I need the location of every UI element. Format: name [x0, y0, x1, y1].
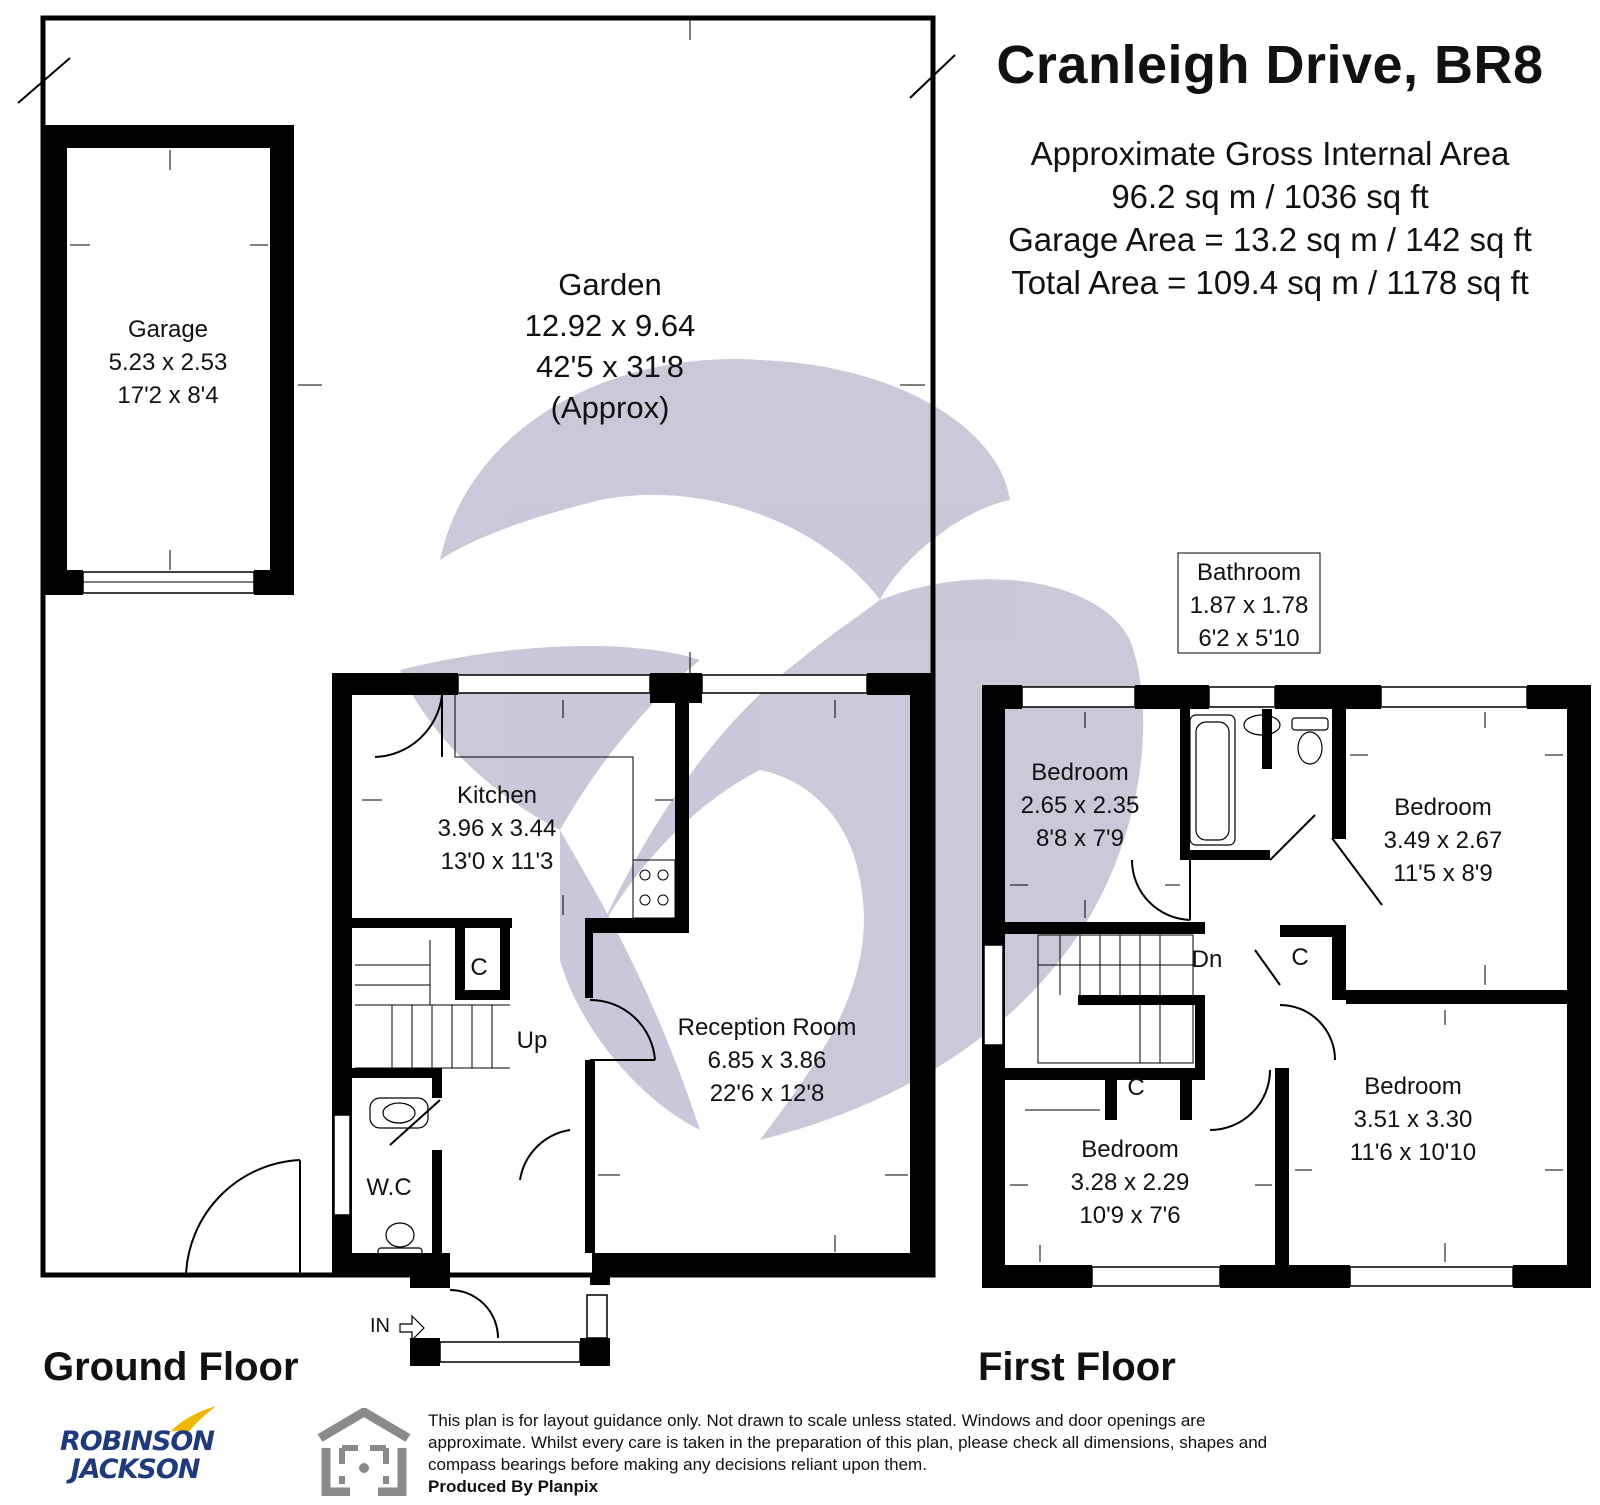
kitchen-fittings [454, 695, 676, 919]
wc-label: W.C [366, 1174, 411, 1201]
first-cupboard-2-label: C [1127, 1074, 1144, 1101]
first-floor-stairs [1025, 934, 1194, 1111]
ground-floor-stairs [355, 940, 510, 1069]
bedroom-a-name: Bedroom [1031, 759, 1128, 786]
area-line-total: Total Area = 109.4 sq m / 1178 sq ft [1011, 264, 1529, 301]
first-floor-walls [982, 685, 1591, 1288]
brand-line-1: ROBINSON [60, 1426, 215, 1457]
kitchen-name: Kitchen [457, 782, 537, 809]
garden-boundary [17, 15, 956, 1278]
garden-name: Garden [558, 267, 661, 302]
ground-floor-doors [185, 694, 656, 1339]
garden-metric: 12.92 x 9.64 [525, 308, 696, 343]
first-floor-dimension-ticks [1010, 712, 1563, 1262]
entrance-arrow-icon [399, 1314, 425, 1342]
garden-label: Garden 12.92 x 9.64 42'5 x 31'8 (Approx) [525, 267, 696, 425]
stairs-up-label: Up [517, 1027, 548, 1054]
brand-bird-icon [170, 1406, 216, 1436]
area-line-gia-value: 96.2 sq m / 1036 sq ft [1111, 178, 1429, 215]
reception-label: Reception Room 6.85 x 3.86 22'6 x 12'8 [678, 1014, 857, 1107]
bedroom-c-name: Bedroom [1081, 1136, 1178, 1163]
first-floor-windows [983, 686, 1528, 1287]
area-line-garage: Garage Area = 13.2 sq m / 142 sq ft [1008, 221, 1532, 258]
bedroom-b-imperial: 11'5 x 8'9 [1393, 860, 1492, 887]
garden-note: (Approx) [551, 390, 670, 425]
area-line-gia-label: Approximate Gross Internal Area [1030, 135, 1510, 172]
bedroom-d-imperial: 11'6 x 10'10 [1350, 1139, 1476, 1166]
disclaimer-text: This plan is for layout guidance only. N… [428, 1411, 1268, 1474]
kitchen-imperial: 13'0 x 11'3 [441, 848, 554, 875]
bedroom-d-metric: 3.51 x 3.30 [1354, 1106, 1473, 1133]
bedroom-c-label: Bedroom 3.28 x 2.29 10'9 x 7'6 [1071, 1136, 1190, 1229]
bedroom-c-imperial: 10'9 x 7'6 [1079, 1202, 1180, 1229]
kitchen-label: Kitchen 3.96 x 3.44 13'0 x 11'3 [438, 782, 557, 875]
area-summary: Approximate Gross Internal Area 96.2 sq … [960, 132, 1580, 304]
bedroom-b-metric: 3.49 x 2.67 [1384, 827, 1503, 854]
bathroom-name: Bathroom [1197, 559, 1301, 586]
wc-fittings [369, 1097, 429, 1259]
watermark-logo [400, 359, 1144, 1140]
ground-floor-windows [333, 674, 868, 1363]
bedroom-a-imperial: 8'8 x 7'9 [1036, 825, 1124, 852]
bedroom-a-label: Bedroom 2.65 x 2.35 8'8 x 7'9 [1021, 759, 1140, 852]
garage-walls [43, 125, 294, 595]
bathroom-label: Bathroom 1.87 x 1.78 6'2 x 5'10 [1190, 559, 1309, 652]
ground-floor-dimension-ticks [70, 18, 925, 1252]
bedroom-a-metric: 2.65 x 2.35 [1021, 792, 1140, 819]
bathroom-imperial: 6'2 x 5'10 [1198, 625, 1299, 652]
producer-credit: Produced By Planpix [428, 1477, 599, 1496]
garage-label: Garage 5.23 x 2.53 17'2 x 8'4 [109, 316, 228, 409]
kitchen-metric: 3.96 x 3.44 [438, 815, 557, 842]
bedroom-b-label: Bedroom 3.49 x 2.67 11'5 x 8'9 [1384, 794, 1503, 887]
ground-cupboard-label: C [470, 954, 487, 981]
brand-logo: ROBINSON JACKSON [60, 1426, 215, 1485]
plan-title: Cranleigh Drive, BR8 [996, 35, 1544, 95]
bathroom-fittings [1189, 714, 1329, 846]
reception-name: Reception Room [678, 1014, 857, 1041]
garage-imperial: 17'2 x 8'4 [117, 382, 218, 409]
garden-imperial: 42'5 x 31'8 [536, 349, 684, 384]
reception-imperial: 22'6 x 12'8 [710, 1080, 825, 1107]
stairs-down-label: Dn [1192, 946, 1223, 973]
bedroom-c-metric: 3.28 x 2.29 [1071, 1169, 1190, 1196]
garage-name: Garage [128, 316, 208, 343]
bathroom-label-box [1177, 552, 1321, 654]
entrance-label: IN [370, 1315, 390, 1337]
bedroom-d-name: Bedroom [1364, 1073, 1461, 1100]
brand-line-2: JACKSON [70, 1454, 201, 1485]
disclaimer: This plan is for layout guidance only. N… [428, 1410, 1288, 1498]
bathroom-metric: 1.87 x 1.78 [1190, 592, 1309, 619]
reception-metric: 6.85 x 3.86 [708, 1047, 827, 1074]
garage-metric: 5.23 x 2.53 [109, 349, 228, 376]
first-cupboard-1-label: C [1291, 944, 1308, 971]
ground-floor-label: Ground Floor [43, 1345, 299, 1389]
planpix-house-icon [317, 1408, 411, 1496]
bedroom-b-name: Bedroom [1394, 794, 1491, 821]
bedroom-d-label: Bedroom 3.51 x 3.30 11'6 x 10'10 [1350, 1073, 1476, 1166]
first-floor-doors [1131, 814, 1383, 1131]
first-floor-label: First Floor [978, 1345, 1176, 1389]
